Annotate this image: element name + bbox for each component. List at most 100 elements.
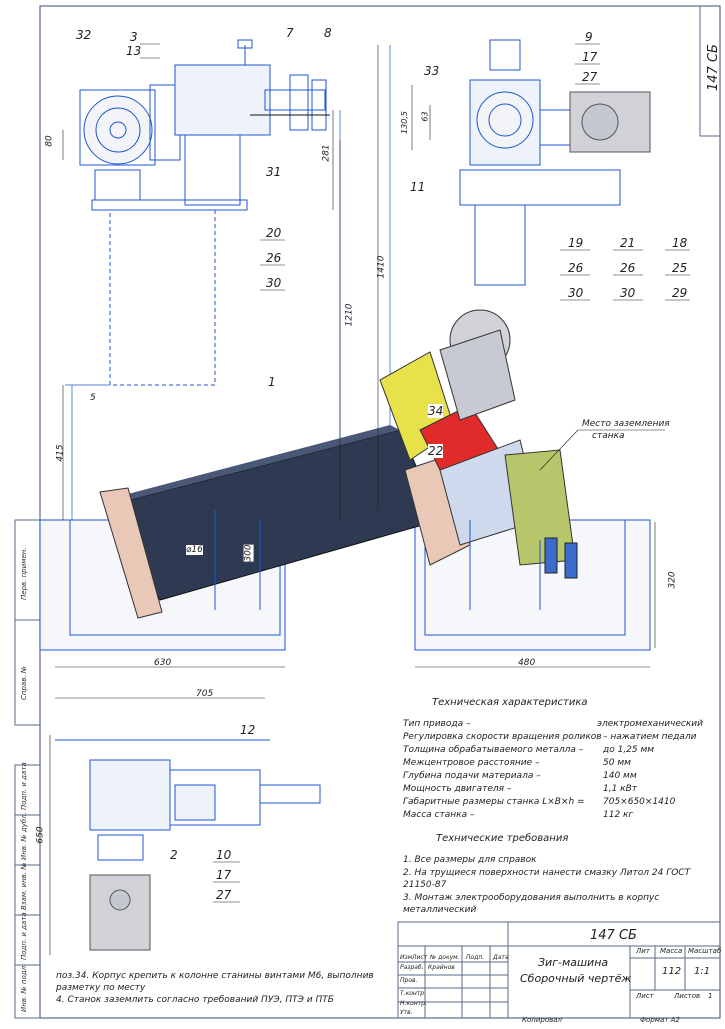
spec-value: – нажатием педали bbox=[603, 732, 697, 742]
stamp-top: 147 СБ bbox=[705, 44, 721, 91]
tb-utv: Утв. bbox=[400, 1009, 413, 1016]
spec-value: 112 кг bbox=[603, 810, 634, 820]
spec-row: Толщина обрабатываемого металла – до 1,25… bbox=[403, 744, 703, 757]
callout-26a: 26 bbox=[266, 251, 282, 265]
dim-80: 80 bbox=[44, 135, 55, 147]
callout-31: 31 bbox=[266, 165, 282, 179]
spec-key: Масса станка – bbox=[403, 810, 475, 820]
callout-20: 20 bbox=[266, 226, 282, 240]
tb-h-scale: Масштаб bbox=[688, 947, 722, 955]
title-block-grid bbox=[397, 921, 721, 1019]
callout-13: 13 bbox=[126, 44, 142, 58]
foot-plate bbox=[99, 487, 163, 619]
callout-30b: 30 bbox=[568, 286, 584, 300]
tb-h-doc: № докум. bbox=[430, 954, 460, 961]
spec-key: Мощность двигателя – bbox=[403, 784, 512, 794]
spec-key: Регулировка скорости вращения роликов bbox=[403, 732, 602, 742]
iso-machine bbox=[99, 309, 578, 619]
dim-281: 281 bbox=[321, 144, 332, 162]
callout-2: 2 bbox=[170, 848, 178, 862]
callout-8: 8 bbox=[324, 26, 332, 40]
side-f1: Перв. примен. bbox=[20, 547, 28, 600]
spec-row: Габаритные размеры станка L×B×h = 705×650… bbox=[403, 796, 703, 809]
spec-value: 50 мм bbox=[603, 758, 631, 768]
spec-key: Толщина обрабатываемого металла – bbox=[403, 745, 584, 755]
tb-sheet: Лист bbox=[636, 992, 654, 1000]
callout-30c: 30 bbox=[620, 286, 636, 300]
side-f2: Справ. № bbox=[20, 665, 28, 700]
side-field-bottom bbox=[14, 764, 41, 1019]
spec-value: до 1,25 мм bbox=[603, 745, 655, 755]
side-f7: Инв. № подл. bbox=[20, 963, 28, 1012]
callout-1: 1 bbox=[268, 375, 276, 389]
spec-row: Мощность двигателя –1,1 кВт bbox=[403, 783, 703, 796]
tb-copied: Копировал bbox=[522, 1016, 562, 1024]
callout-34: 34 bbox=[428, 404, 444, 418]
callout-17b: 17 bbox=[216, 868, 232, 882]
callout-17a: 17 bbox=[582, 50, 598, 64]
callout-21: 21 bbox=[620, 236, 636, 250]
spec-key: Габаритные размеры станка L×B×h = bbox=[403, 797, 585, 807]
callout-30a: 30 bbox=[266, 276, 282, 290]
callout-12: 12 bbox=[240, 723, 256, 737]
tb-sheets-val: 1 bbox=[708, 992, 713, 1000]
callout-26b: 26 bbox=[568, 261, 584, 275]
tb-author: Крайнов bbox=[428, 964, 455, 971]
tb-code: 147 СБ bbox=[590, 928, 637, 943]
tb-h-sign: Подп. bbox=[466, 954, 485, 961]
spec-row: Глубина подачи материала –140 мм bbox=[403, 770, 703, 783]
callout-7: 7 bbox=[286, 26, 294, 40]
callout-19: 19 bbox=[568, 236, 584, 250]
callout-26c: 26 bbox=[620, 261, 636, 275]
spec-value: 705×650×1410 bbox=[603, 797, 676, 807]
dim-1410: 1410 bbox=[376, 255, 387, 279]
stamp-box bbox=[699, 5, 721, 137]
callout-18: 18 bbox=[672, 236, 688, 250]
dim-650: 650 bbox=[35, 826, 46, 844]
spec-value: 140 мм bbox=[603, 771, 637, 781]
side-view bbox=[459, 39, 651, 286]
tb-h-lit: Лит bbox=[636, 947, 650, 955]
callout-9: 9 bbox=[585, 30, 593, 44]
spec-value: электромеханический bbox=[597, 719, 703, 729]
front-view bbox=[79, 39, 330, 386]
grounding-line1: Место заземления bbox=[582, 419, 670, 429]
tb-h-mass: Масса bbox=[660, 947, 683, 955]
tb-mass: 112 bbox=[662, 966, 682, 977]
spec-key: Тип привода – bbox=[403, 719, 471, 729]
notes: поз.34. Корпус крепить к колонне станины… bbox=[56, 970, 386, 1006]
requirement-item: 1. Все размеры для справок bbox=[403, 855, 537, 865]
tb-h-izm: Изм bbox=[400, 954, 413, 961]
callout-32: 32 bbox=[76, 28, 92, 42]
dim-320: 320 bbox=[667, 571, 678, 589]
note-2: 4. Станок заземлить согласно требований … bbox=[56, 995, 334, 1005]
dim-300: 300 bbox=[243, 544, 254, 562]
tb-format: Формат А2 bbox=[640, 1016, 680, 1024]
callout-25: 25 bbox=[672, 261, 688, 275]
dim-130-5: 130,5 bbox=[399, 111, 409, 134]
sheet-border bbox=[39, 5, 721, 1019]
callout-3: 3 bbox=[130, 30, 138, 44]
spec-row: Масса станка – 112 кг bbox=[403, 809, 703, 822]
requirement-item: 3. Монтаж электрооборудования выполнить … bbox=[403, 892, 660, 916]
tb-tkontr: Т.контр. bbox=[400, 990, 427, 997]
tb-razrab: Разраб. bbox=[400, 964, 424, 971]
tb-prov: Пров. bbox=[400, 977, 418, 984]
side-f3: Подп. и дата bbox=[20, 762, 28, 810]
callout-22: 22 bbox=[428, 444, 444, 458]
dim-705: 705 bbox=[196, 689, 214, 699]
grounding-line2: станка bbox=[592, 431, 625, 441]
tb-name1: Зиг-машина bbox=[538, 956, 609, 969]
spec-key: Межцентровое расстояние – bbox=[403, 758, 540, 768]
plan-view bbox=[55, 739, 321, 951]
callout-27a: 27 bbox=[582, 70, 598, 84]
callout-10: 10 bbox=[216, 848, 232, 862]
dim-1210: 1210 bbox=[344, 303, 355, 327]
side-base bbox=[459, 169, 621, 206]
requirements-title: Технические требования bbox=[436, 833, 569, 844]
dim-5: 5 bbox=[90, 393, 96, 403]
